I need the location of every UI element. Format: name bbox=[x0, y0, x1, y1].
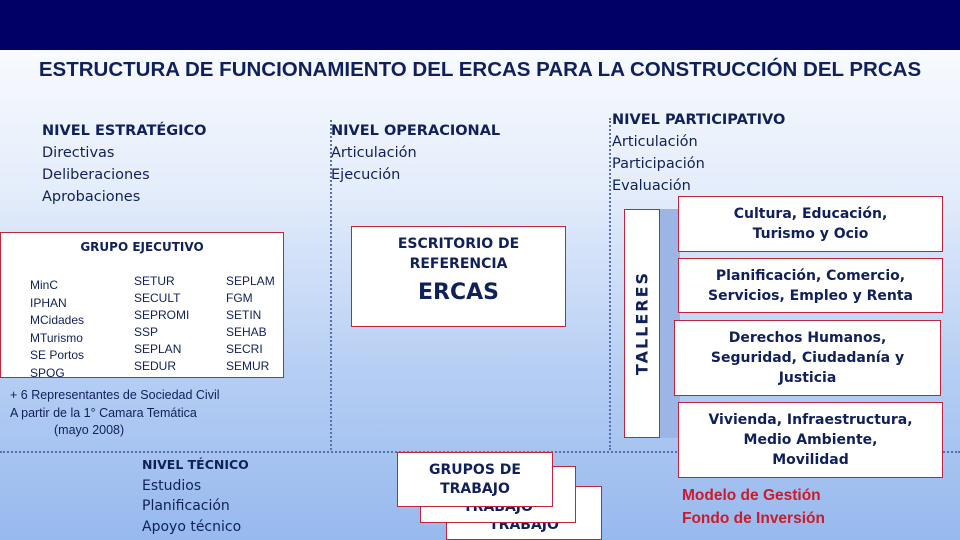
taller-vivienda: Vivienda, Infraestructura, Medio Ambient… bbox=[678, 402, 943, 478]
page-title: ESTRUCTURA DE FUNCIONAMIENTO DEL ERCAS P… bbox=[38, 58, 922, 81]
grupo-member: SEPLAM bbox=[226, 274, 275, 288]
model-labels: Modelo de Gestión Fondo de Inversión bbox=[682, 484, 825, 530]
escritorio-title-line: REFERENCIA bbox=[409, 256, 508, 272]
taller-line: Medio Ambiente, bbox=[743, 432, 878, 448]
grupo-ejecutivo-title: GRUPO EJECUTIVO bbox=[80, 240, 204, 254]
level-technical-item: Apoyo técnico bbox=[142, 518, 242, 535]
level-operational-item: Ejecución bbox=[331, 167, 401, 183]
level-participative: NIVEL PARTICIPATIVO Articulación Partici… bbox=[612, 109, 785, 197]
grupo-member: SECULT bbox=[134, 291, 181, 305]
level-participative-item: Evaluación bbox=[612, 178, 691, 194]
level-strategic-head: NIVEL ESTRATÉGICO bbox=[42, 123, 207, 139]
grupo-member: SETUR bbox=[134, 274, 175, 288]
note-line: (mayo 2008) bbox=[54, 423, 125, 437]
divider-operational-participative bbox=[609, 118, 611, 450]
grupo-ejecutivo-col-municipal: SEPLAM FGM SETIN SEHAB SECRI SEMUR bbox=[226, 273, 275, 375]
note-line: A partir de la 1° Camara Temática bbox=[10, 405, 197, 420]
level-operational: NIVEL OPERACIONAL Articulación Ejecución bbox=[331, 120, 500, 186]
taller-line: Movilidad bbox=[772, 452, 849, 468]
level-strategic-item: Directivas bbox=[42, 145, 115, 161]
level-participative-item: Articulación bbox=[612, 134, 698, 150]
level-operational-item: Articulación bbox=[331, 145, 417, 161]
taller-planificacion: Planificación, Comercio, Servicios, Empl… bbox=[678, 258, 943, 313]
escritorio-title-line: ESCRITORIO DE bbox=[397, 236, 520, 252]
taller-line: Justicia bbox=[778, 370, 837, 386]
escritorio-name: ERCAS bbox=[418, 280, 499, 305]
level-technical-item: Estudios bbox=[142, 477, 202, 494]
divider-strategic-operational bbox=[330, 120, 332, 450]
grupos-line: GRUPOS DE bbox=[429, 461, 521, 478]
taller-derechos: Derechos Humanos, Seguridad, Ciudadanía … bbox=[674, 320, 941, 396]
level-participative-head: NIVEL PARTICIPATIVO bbox=[612, 112, 786, 128]
level-participative-item: Participación bbox=[612, 156, 705, 172]
grupo-member: SECRI bbox=[226, 342, 263, 356]
level-strategic-item: Aprobaciones bbox=[42, 189, 141, 205]
top-banner bbox=[0, 0, 960, 50]
taller-line: Seguridad, Ciudadanía y bbox=[710, 350, 905, 366]
taller-line: Servicios, Empleo y Renta bbox=[708, 287, 913, 304]
escritorio-title: ESCRITORIO DE REFERENCIA bbox=[352, 234, 565, 274]
grupo-member: SE Portos bbox=[30, 348, 85, 362]
model-line: Fondo de Inversión bbox=[682, 510, 825, 527]
grupo-member: SEPROMI bbox=[134, 308, 190, 322]
civil-society-note: + 6 Representantes de Sociedad Civil A p… bbox=[10, 387, 220, 440]
level-technical-item: Planificación bbox=[142, 498, 230, 514]
grupo-member: SEMUR bbox=[226, 359, 270, 373]
taller-line: Cultura, Educación, bbox=[733, 206, 888, 222]
grupo-member: MinC bbox=[30, 278, 59, 292]
talleres-label: TALLERES bbox=[632, 270, 652, 376]
model-line: Modelo de Gestión bbox=[682, 487, 821, 504]
note-line: + 6 Representantes de Sociedad Civil bbox=[10, 388, 220, 402]
level-technical: NIVEL TÉCNICO Estudios Planificación Apo… bbox=[142, 455, 249, 537]
grupos-trabajo-front: GRUPOS DE TRABAJO bbox=[397, 452, 553, 507]
taller-line: Derechos Humanos, bbox=[728, 330, 887, 346]
level-strategic: NIVEL ESTRATÉGICO Directivas Deliberacio… bbox=[42, 120, 207, 208]
talleres-box bbox=[624, 209, 660, 438]
escritorio-box: ESCRITORIO DE REFERENCIA ERCAS bbox=[351, 226, 566, 327]
taller-line: Planificación, Comercio, bbox=[715, 267, 906, 284]
grupo-member: FGM bbox=[226, 291, 253, 305]
taller-line: Turismo y Ocio bbox=[752, 226, 869, 242]
level-technical-head: NIVEL TÉCNICO bbox=[142, 457, 249, 472]
level-operational-head: NIVEL OPERACIONAL bbox=[331, 123, 501, 139]
grupo-ejecutivo-col-federal: MinC IPHAN MCidades MTurismo SE Portos S… bbox=[30, 277, 84, 382]
grupos-line: TRABAJO bbox=[440, 480, 510, 497]
grupo-member: MTurismo bbox=[30, 330, 83, 345]
grupo-member: SETIN bbox=[226, 308, 262, 322]
taller-line: Vivienda, Infraestructura, bbox=[708, 412, 913, 428]
grupo-member: SEHAB bbox=[226, 325, 267, 339]
taller-cultura: Cultura, Educación, Turismo y Ocio bbox=[678, 196, 943, 252]
grupo-member: MCidades bbox=[30, 313, 85, 327]
grupo-member: SSP bbox=[134, 325, 159, 339]
level-strategic-item: Deliberaciones bbox=[42, 167, 150, 183]
grupo-member: SEPLAN bbox=[134, 342, 182, 356]
grupo-ejecutivo-col-state: SETUR SECULT SEPROMI SSP SEPLAN SEDUR bbox=[134, 273, 189, 375]
grupo-member: SEDUR bbox=[134, 359, 177, 373]
grupo-ejecutivo-box: GRUPO EJECUTIVO MinC IPHAN MCidades MTur… bbox=[0, 232, 284, 380]
grupo-member: IPHAN bbox=[30, 295, 67, 310]
grupo-member: SPOG bbox=[30, 365, 65, 380]
